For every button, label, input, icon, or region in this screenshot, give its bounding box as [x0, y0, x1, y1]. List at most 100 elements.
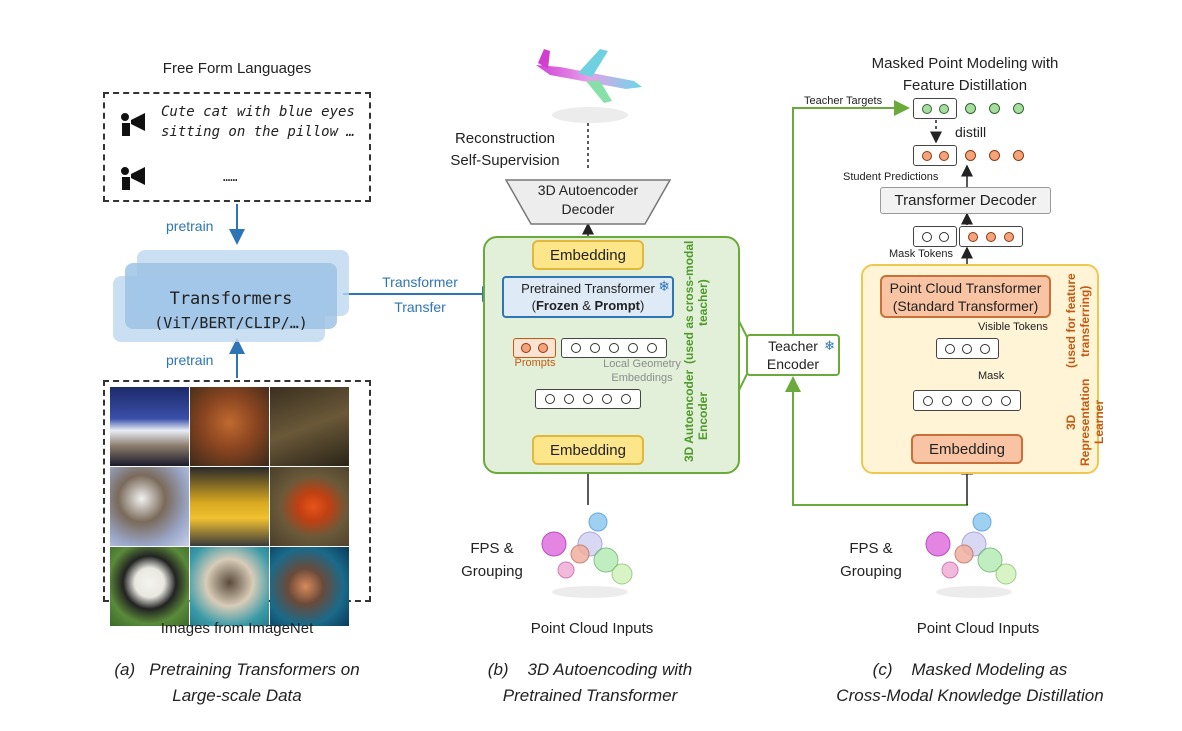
panel-c-title-line1: Masked Point Modeling with: [871, 55, 1059, 72]
language-text-line2: sitting on the pillow …: [161, 124, 355, 140]
transformer-stack-mid: [125, 263, 337, 329]
prompts-label: Prompts: [514, 357, 556, 369]
token: [944, 343, 955, 354]
mask-token: [986, 231, 996, 242]
point-cloud-inputs-c: Point Cloud Inputs: [916, 620, 1040, 637]
taxi-image: [190, 467, 269, 546]
teacher-target-tokens-boxed: [913, 98, 957, 119]
prompt-tokens: [513, 338, 556, 358]
mask-token-row-masked: [959, 226, 1023, 247]
transfer-label-line2: Transfer: [394, 299, 446, 315]
learner-vertical-line2: (used for feature transferring): [1064, 273, 1092, 369]
texture-image: [270, 387, 349, 466]
transformers-variants-label: (ViT/BERT/CLIP/…): [154, 314, 308, 332]
student-prediction-tokens-boxed: [913, 145, 957, 166]
student-token: [1013, 150, 1024, 161]
teacher-encoder-box: Teacher Encoder ❄: [746, 334, 840, 376]
encoder-vertical-label: 3D Autoencoder Encoder(used as cross-mod…: [682, 240, 712, 468]
free-form-languages-title: Free Form Languages: [162, 60, 312, 77]
caption-c-line2: Cross-Modal Knowledge Distillation: [836, 686, 1104, 705]
prompt-label: Prompt: [594, 298, 641, 313]
point-cloud-groups-b: [534, 510, 644, 600]
pretrain-label-bottom: pretrain: [166, 352, 214, 368]
transformers-label: Transformers: [169, 289, 293, 309]
distill-label: distill: [955, 124, 987, 140]
transfer-label-line1: Transformer: [382, 274, 458, 290]
teacher-target-tokens: [965, 103, 1024, 114]
language-text-line1: Cute cat with blue eyes: [161, 104, 355, 120]
embedding-bottom: Embedding: [532, 435, 644, 465]
token: [961, 395, 972, 406]
airplane-point-cloud: [530, 45, 650, 123]
teacher-token: [921, 103, 932, 114]
teacher-token: [938, 103, 949, 114]
cat-image: [190, 547, 269, 626]
panda-image: [110, 547, 189, 626]
student-predictions-label: Student Predictions: [843, 171, 939, 183]
token: [608, 343, 619, 353]
student-token: [921, 150, 932, 161]
fps-label-c-line1: FPS &: [849, 540, 893, 557]
mask-token: [968, 231, 978, 242]
token: [621, 394, 632, 404]
student-token: [965, 150, 976, 161]
learner-vertical-label: 3D Representation Learner (used for featu…: [1064, 268, 1106, 470]
caption-c-line1: (c) Masked Modeling as: [872, 660, 1068, 679]
language-ellipsis: ……: [223, 170, 238, 184]
local-geometry-label-line1: Local Geometry: [603, 358, 681, 370]
fps-label-b-line2: Grouping: [461, 563, 523, 580]
images-from-imagenet-label: Images from ImageNet: [160, 620, 314, 637]
transformer-decoder-box: Transformer Decoder: [880, 187, 1051, 214]
decoder-label-line1: 3D Autoencoder: [537, 182, 639, 198]
caption-a-line1: (a) Pretraining Transformers on: [114, 660, 360, 679]
student-token: [938, 150, 949, 161]
teacher-label-line2: Encoder: [766, 356, 820, 372]
embedding-top: Embedding: [532, 240, 644, 270]
caption-a-line2: Large-scale Data: [172, 686, 302, 705]
newt-image: [270, 467, 349, 546]
prompt-token: [537, 343, 548, 353]
caption-b-line2: Pretrained Transformer: [502, 686, 678, 705]
teacher-label-line1: Teacher: [768, 338, 818, 354]
pretrained-transformer-label: Pretrained Transformer: [521, 281, 655, 296]
student-token: [989, 150, 1000, 161]
caption-b-line1: (b) 3D Autoencoding with: [487, 660, 693, 679]
mask-token-row-visible: [913, 226, 957, 247]
token: [602, 394, 613, 404]
visible-tokens-label: Visible Tokens: [978, 321, 1048, 333]
fps-label-c-line2: Grouping: [840, 563, 902, 580]
fps-label-b-line1: FPS &: [470, 540, 514, 557]
local-geometry-tokens-bottom: [535, 389, 641, 409]
learner-vertical-line1: 3D Representation Learner: [1064, 378, 1106, 466]
megaphone-icon: [119, 162, 149, 197]
teacher-token: [1013, 103, 1024, 114]
token: [1001, 395, 1012, 406]
reconstruction-label-line2: Self-Supervision: [450, 152, 560, 169]
visible-tokens: [936, 338, 999, 359]
token: [570, 343, 581, 353]
token: [628, 343, 639, 353]
eagle-image: [110, 467, 189, 546]
pretrain-label-top: pretrain: [166, 218, 214, 234]
token: [563, 394, 574, 404]
teacher-token: [989, 103, 1000, 114]
token: [647, 343, 658, 353]
point-cloud-transformer-box: Point Cloud Transformer (Standard Transf…: [880, 275, 1051, 318]
token: [962, 343, 973, 354]
token: [981, 395, 992, 406]
pretrained-transformer-box: Pretrained Transformer (Frozen & Prompt)…: [502, 276, 674, 318]
token: [942, 395, 953, 406]
reconstruction-label-line1: Reconstruction: [454, 130, 556, 147]
token: [980, 343, 991, 354]
pct-label-line2: (Standard Transformer): [892, 297, 1039, 314]
encoder-vertical-line2: (used as cross-modal teacher): [682, 240, 710, 365]
embedding-c: Embedding: [911, 434, 1023, 464]
pct-label-line1: Point Cloud Transformer: [889, 279, 1042, 296]
imagenet-box: [103, 380, 371, 626]
token: [582, 394, 593, 404]
token: [589, 343, 600, 353]
local-geometry-label-line2: Embeddings: [611, 372, 673, 384]
student-prediction-tokens: [965, 150, 1024, 161]
decoder-label-line2: Decoder: [561, 201, 615, 217]
token: [938, 231, 949, 242]
